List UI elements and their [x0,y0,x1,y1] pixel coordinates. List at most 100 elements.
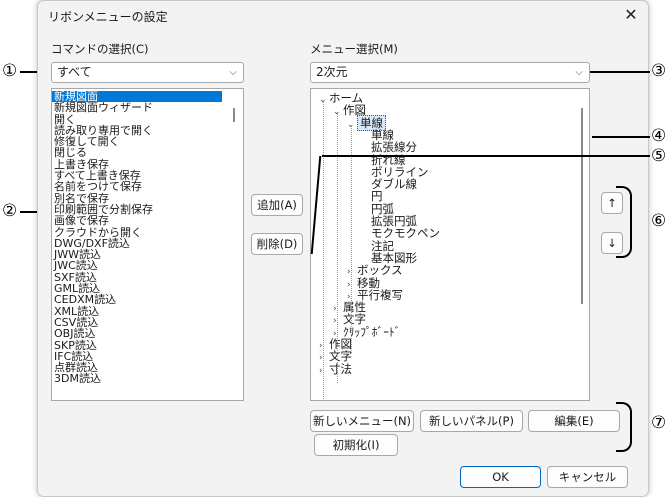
list-item[interactable]: SKP読込 [54,338,97,352]
annotation-7-brace [616,402,632,452]
chevron-right-icon[interactable]: › [319,353,323,364]
tree-item[interactable]: ›ボックス [347,264,403,278]
chevron-right-icon[interactable]: › [333,316,337,327]
tree-item[interactable]: ›作図 [319,338,352,352]
tree-item[interactable]: 円 [361,190,383,203]
tree-item[interactable]: ⌄単線 [347,114,386,131]
add-button[interactable]: 追加(A) [251,194,303,216]
chevron-right-icon[interactable]: › [333,304,337,315]
command-filter-value: すべて [57,65,92,79]
dialog-title: リボンメニューの設定 [48,10,168,24]
reset-button[interactable]: 初期化(I) [314,434,398,456]
list-item[interactable]: 開く [54,112,76,126]
tree-item-label: ｸﾘｯﾌﾟﾎﾞｰﾄﾞ [343,324,401,339]
list-item[interactable]: IFC読込 [54,349,94,363]
ok-button[interactable]: OK [460,466,541,488]
tree-item[interactable]: ›移動 [347,276,380,290]
tree-item[interactable]: › 文字 [319,349,352,364]
list-item[interactable]: DWG/DXF読込 [54,236,130,250]
chevron-right-icon[interactable]: › [347,291,351,302]
annotation-2-line [20,211,52,213]
chevron-right-icon[interactable]: › [319,365,323,376]
edit-button[interactable]: 編集(E) [528,410,620,432]
tree-item[interactable]: 拡張円弧 [361,215,417,228]
remove-button[interactable]: 削除(D) [251,233,303,255]
list-item[interactable]: すべて上書き保存 [54,169,141,183]
list-item[interactable]: CSV読込 [54,315,99,329]
list-item[interactable]: 読み取り専用で開く [54,123,153,137]
chevron-down-icon[interactable]: ⌄ [347,119,355,130]
tree-item[interactable]: モクモクペン [361,227,440,240]
tree-item[interactable]: 単線 [361,128,394,142]
tree-item[interactable]: ダブル線 [361,178,417,191]
tree-item-label: 文字 [329,349,352,364]
annotation-4: ④ [651,126,667,146]
list-item[interactable]: 印刷範囲で分割保存 [54,202,153,216]
list-item[interactable]: 別名で保存 [54,191,109,205]
annotation-2: ② [2,201,18,221]
list-item[interactable]: 修復して開く [54,135,120,149]
annotation-7: ⑦ [651,413,667,433]
menu-select-label: メニュー選択(M) [310,42,398,56]
tree-item-label: 作図 [343,103,366,118]
tree-guide-line [323,101,324,400]
new-panel-button[interactable]: 新しいパネル(P) [420,410,523,432]
close-icon[interactable]: ✕ [624,5,638,24]
tree-item-label: 拡張円弧 [371,214,417,228]
list-item[interactable]: JWW読込 [54,248,101,262]
list-item[interactable]: CEDXM読込 [54,293,117,307]
new-menu-button[interactable]: 新しいメニュー(N) [310,410,414,432]
tree-item[interactable]: ›文字 [333,313,366,327]
menu-tree[interactable]: ⌄ホーム⌄作図⌄単線単線拡張線分折れ線ポリラインダブル線円円弧拡張円弧モクモクペ… [310,88,590,401]
tree-item-label: 拡張線分 [371,140,417,155]
tree-item[interactable]: ⌄作図 [333,103,366,118]
annotation-5-line [322,155,650,157]
chevron-right-icon[interactable]: › [347,267,351,278]
chevron-right-icon[interactable]: › [333,328,337,339]
cancel-button[interactable]: キャンセル [547,466,628,488]
annotation-6-brace [616,186,632,258]
tree-item-label: 円 [371,189,383,204]
command-list[interactable]: 新規図面新規図面ウィザード開く読み取り専用で開く修復して開く閉じる上書き保存すべ… [51,88,244,401]
annotation-4-line [592,136,650,138]
list-item[interactable]: 点群読込 [54,361,98,375]
tree-item[interactable]: 基本図形 [361,251,417,265]
annotation-6: ⑥ [651,211,667,231]
command-filter-select[interactable]: すべて ⌵ [51,62,244,83]
tree-item[interactable]: ポリライン [361,165,429,179]
tree-item[interactable]: › ｸﾘｯﾌﾟﾎﾞｰﾄﾞ [333,324,401,339]
command-list-scroll-thumb[interactable] [233,108,235,122]
tree-item[interactable]: 注記 [361,239,394,253]
chevron-down-icon: ⌵ [575,67,583,78]
move-up-button[interactable]: ↑ [601,192,623,214]
annotation-5: ⑤ [651,146,667,166]
list-item[interactable]: SXF読込 [54,270,97,284]
list-item[interactable]: 名前をつけて保存 [54,180,142,194]
chevron-right-icon[interactable]: › [319,341,323,351]
list-item[interactable]: 上書き保存 [54,157,109,171]
chevron-down-icon[interactable]: ⌄ [319,95,327,105]
annotation-1-line [20,71,52,73]
chevron-right-icon[interactable]: › [347,279,351,290]
list-item[interactable]: JWC読込 [54,259,98,273]
list-item[interactable]: XML読込 [54,304,100,318]
tree-item[interactable]: ⌄ホーム [319,92,363,106]
list-item[interactable]: 3DM読込 [54,372,101,386]
list-item[interactable]: 閉じる [54,146,87,160]
list-item[interactable]: 新規図面ウィザード [54,101,153,115]
tree-item-label: 円弧 [371,201,394,216]
list-item[interactable]: 新規図面 [52,91,222,102]
tree-item[interactable]: ›寸法 [319,362,352,376]
list-item[interactable]: GML読込 [54,282,101,296]
menu-tree-scroll-thumb[interactable] [581,108,583,304]
menu-filter-select[interactable]: 2次元 ⌵ [310,62,590,83]
tree-item[interactable]: 円弧 [361,201,394,216]
list-item[interactable]: OBJ読込 [54,327,96,341]
tree-item[interactable]: 拡張線分 [361,141,417,154]
list-item[interactable]: 画像で保存 [54,214,109,228]
list-item[interactable]: クラウドから開く [54,225,142,239]
ribbon-settings-dialog: リボンメニューの設定 ✕ コマンドの選択(C) すべて ⌵ 新規図面新規図面ウィ… [37,0,649,497]
tree-item[interactable]: ›平行複写 [347,288,403,302]
tree-item[interactable]: ›属性 [333,301,366,315]
chevron-down-icon[interactable]: ⌄ [333,107,341,118]
